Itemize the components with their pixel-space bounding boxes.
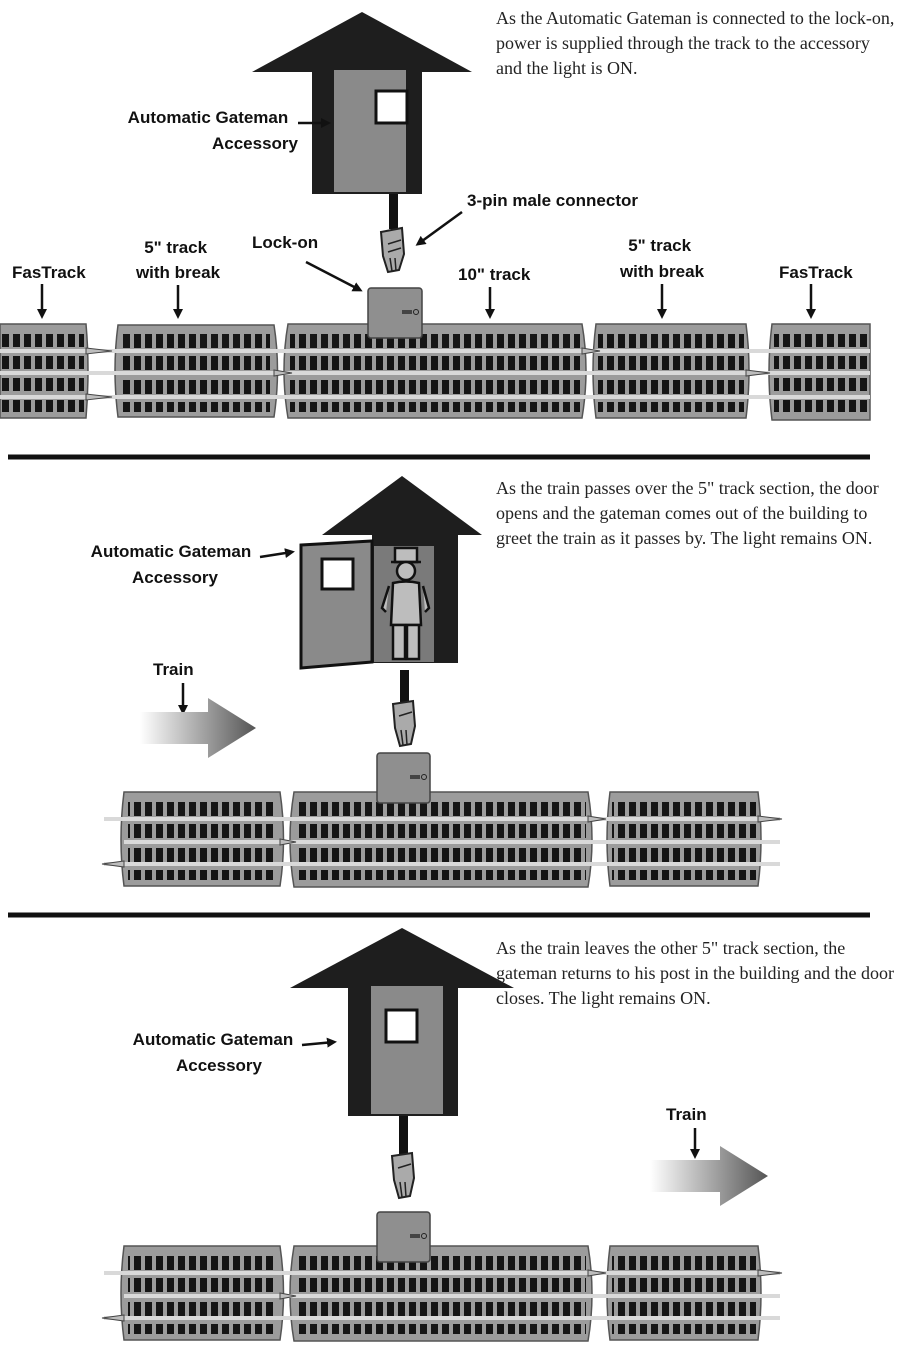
accessory-label: Automatic Gateman Accessory	[133, 1030, 298, 1075]
gateman-house	[290, 928, 514, 1116]
panel-1-description: As the Automatic Gateman is connected to…	[496, 8, 895, 78]
train-direction-arrow	[140, 698, 256, 758]
accessory-arrow	[259, 548, 295, 559]
train-label: Train	[153, 660, 194, 679]
track-10in-piece	[289, 791, 593, 888]
rails	[0, 349, 870, 399]
accessory-arrow	[301, 1037, 337, 1048]
panel-1: Automatic Gateman Accessory 3-pin male c…	[0, 12, 871, 421]
fastrack-left-label: FasTrack	[12, 263, 86, 282]
fastrack-right-label: FasTrack	[779, 263, 853, 282]
track-5in-left-piece	[120, 791, 285, 887]
accessory-wire	[389, 194, 398, 229]
track5-right-label: 5" track with break	[619, 236, 705, 281]
train-direction-arrow	[650, 1146, 768, 1206]
window-icon	[320, 557, 355, 591]
track-layout-3	[101, 1211, 783, 1342]
track-10in-piece	[289, 1245, 593, 1342]
connector-arrow	[415, 210, 463, 246]
track-5in-right-piece	[606, 791, 762, 887]
window-icon	[374, 89, 409, 125]
panel-3: Automatic Gateman Accessory Train	[101, 928, 783, 1342]
track5-left-label: 5" track with break	[135, 238, 221, 282]
rails	[104, 1271, 780, 1320]
track10-label: 10" track	[458, 265, 531, 284]
lockon-label: Lock-on	[252, 233, 318, 252]
accessory-label: Automatic Gateman Accessory	[91, 542, 256, 587]
gateman-house-open	[299, 476, 482, 670]
rails	[104, 817, 780, 866]
accessory-wire	[399, 1116, 408, 1154]
lockon-arrow	[305, 260, 363, 292]
track-5in-right-piece	[606, 1245, 762, 1341]
panel-2: Automatic Gateman Accessory Train	[91, 476, 783, 888]
male-connector-icon	[390, 1151, 416, 1200]
accessory-wire	[400, 670, 409, 702]
track-5in-left-piece	[120, 1245, 285, 1341]
track-layout-1	[0, 287, 871, 421]
window-icon	[384, 1008, 419, 1044]
train-label: Train	[666, 1105, 707, 1124]
male-connector-icon	[379, 226, 406, 274]
gateman-house	[252, 12, 472, 194]
lockon-box	[376, 1211, 431, 1263]
panel-3-description: As the train leaves the other 5" track s…	[496, 938, 894, 1008]
accessory-label: Automatic Gateman Accessory	[128, 108, 299, 153]
male-connector-icon	[391, 699, 417, 748]
lockon-box	[367, 287, 423, 339]
gateman-figure-icon	[380, 546, 431, 661]
lockon-box	[376, 752, 431, 804]
track-layout-2	[101, 752, 783, 888]
connector-label: 3-pin male connector	[467, 191, 638, 210]
panel-2-description: As the train passes over the 5" track se…	[496, 478, 879, 548]
